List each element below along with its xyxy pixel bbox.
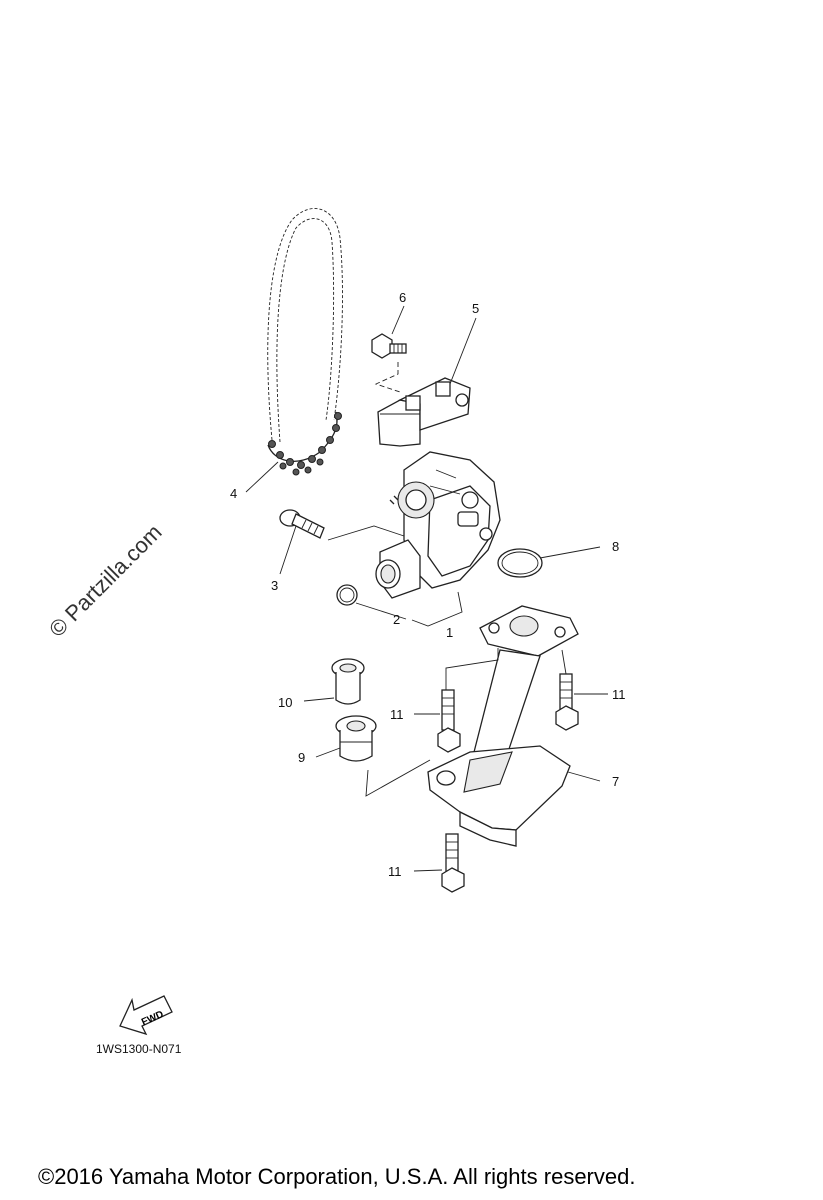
fwd-arrow-icon: FWD	[119, 995, 173, 1036]
callout-1: 1	[446, 625, 453, 640]
collar-part-10	[331, 658, 365, 705]
callout-9: 9	[298, 750, 305, 765]
grommet-part-9	[335, 715, 377, 762]
bolt-part-3	[279, 509, 325, 539]
callout-6: 6	[399, 290, 406, 305]
o-ring-part-8	[497, 548, 543, 578]
callout-3: 3	[271, 578, 278, 593]
bolt-part-11-b	[555, 673, 579, 731]
assembly-guide-lines	[327, 362, 567, 797]
callout-5: 5	[472, 301, 479, 316]
bolt-part-11-c	[441, 833, 465, 893]
callout-11b: 11	[612, 687, 626, 702]
copyright-notice: ©2016 Yamaha Motor Corporation, U.S.A. A…	[38, 1164, 636, 1189]
bolt-part-6	[371, 333, 407, 359]
leader-lines	[245, 305, 608, 872]
callout-4: 4	[230, 486, 237, 501]
callout-2: 2	[393, 612, 400, 627]
diagram-code: 1WS1300-N071	[96, 1042, 182, 1056]
callout-11c: 11	[388, 864, 402, 879]
chain-guide-part-5	[377, 377, 471, 447]
callout-7: 7	[612, 774, 619, 789]
circlip-part-2	[336, 584, 358, 606]
bolt-part-11-a	[437, 689, 461, 753]
callout-11a: 11	[390, 707, 404, 722]
callout-10: 10	[278, 695, 292, 710]
oil-pipe-part-7	[427, 605, 579, 847]
chain-part-4	[267, 208, 343, 476]
oil-pump-part-1	[375, 451, 501, 599]
chain-links	[268, 412, 342, 476]
callout-8: 8	[612, 539, 619, 554]
